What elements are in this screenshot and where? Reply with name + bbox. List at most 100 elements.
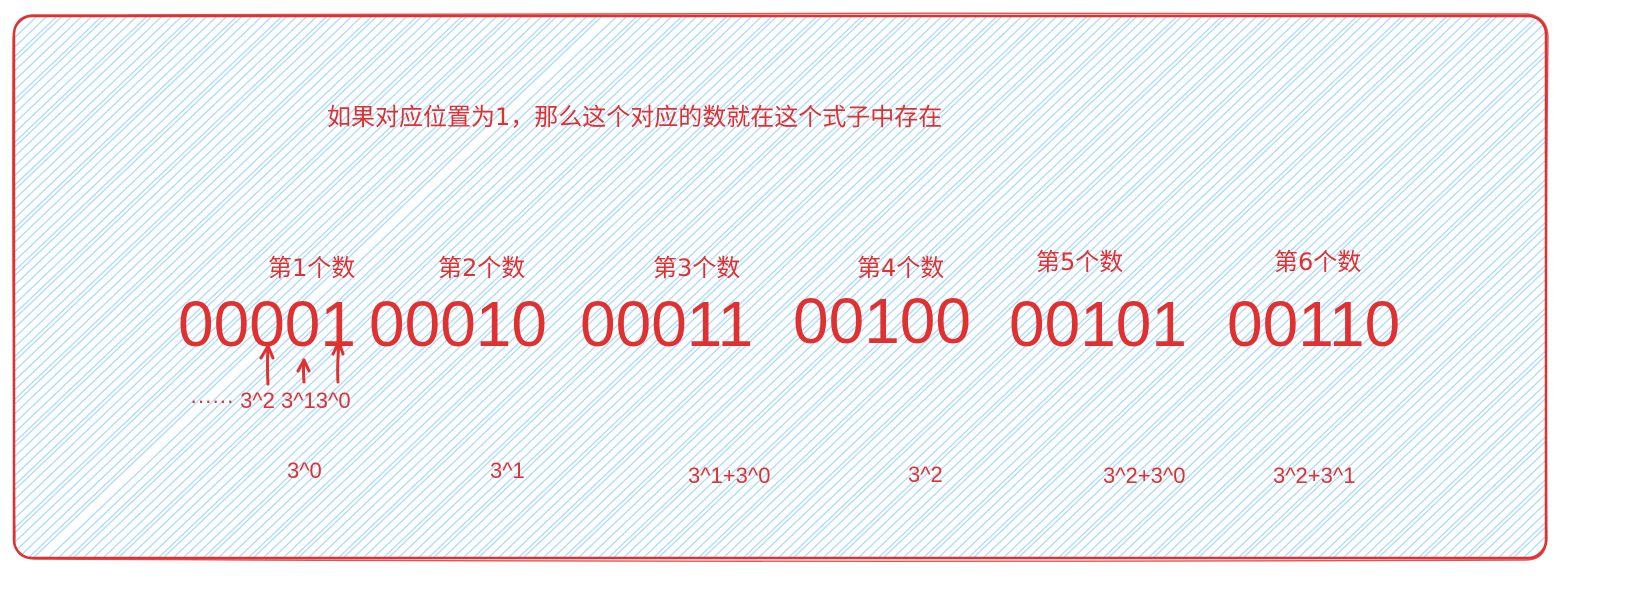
hatch-line: [777, 16, 1410, 558]
hatch-line: [837, 16, 1470, 558]
hatch-line: [14, 16, 290, 558]
hatch-line: [612, 16, 1245, 558]
hatch-line: [472, 16, 1105, 558]
hatch-line: [14, 16, 145, 558]
hatch-line: [14, 16, 395, 558]
hatch-line: [14, 16, 550, 558]
hatch-line: [1307, 16, 1546, 558]
hatch-line: [14, 16, 425, 558]
hatch-line: [137, 16, 770, 558]
hatch-line: [14, 16, 470, 558]
hatch-line: [1603, 0, 1642, 601]
hatch-line: [14, 16, 180, 558]
hatch-line: [192, 16, 825, 558]
hatch-line: [14, 16, 305, 558]
hatch-line: [507, 16, 1140, 558]
hatch-line: [677, 16, 1310, 558]
hatch-line: [14, 16, 530, 558]
hatch-line: [14, 16, 345, 558]
hatch-line: [282, 16, 915, 558]
hatch-line: [14, 16, 125, 558]
hatch-line: [57, 16, 690, 558]
hatch-line: [14, 16, 335, 558]
hatch-line: [147, 16, 780, 558]
hatch-line: [237, 16, 870, 558]
hatch-line: [1282, 16, 1546, 558]
hatch-line: [787, 16, 1420, 558]
ordinal-label-4: 第4个数: [857, 254, 945, 282]
hatch-line: [757, 16, 1390, 558]
hatch-line: [14, 16, 245, 558]
hatch-line: [1487, 16, 1546, 558]
hatch-line: [902, 16, 1535, 558]
hatch-line: [992, 16, 1546, 558]
expression-4: 3^2: [908, 462, 943, 487]
arrow-bit-3-head: [259, 344, 275, 360]
container-border-sketch: [12, 12, 1549, 562]
hatch-line: [327, 16, 960, 558]
hatch-line: [947, 16, 1546, 558]
hatch-line: [1542, 16, 1546, 558]
note-text: 如果对应位置为1，那么这个对应的数就在这个式子中存在: [327, 103, 943, 131]
hatch-line: [1553, 0, 1642, 601]
hatch-line: [577, 16, 1210, 558]
hatch-line: [14, 16, 325, 558]
hatch-line: [162, 16, 795, 558]
hatch-line: [247, 16, 880, 558]
hatch-line: [407, 16, 1040, 558]
hatch-line: [157, 16, 790, 558]
hatch-line: [82, 16, 715, 558]
hatch-line: [747, 16, 1380, 558]
hatch-line: [14, 16, 170, 558]
hatch-line: [14, 16, 540, 558]
hatch-line: [14, 16, 435, 558]
hatch-line: [667, 16, 1300, 558]
hatch-line: [882, 16, 1515, 558]
hatch-line: [272, 16, 905, 558]
hatch-line: [532, 16, 1165, 558]
hatch-line: [1237, 16, 1546, 558]
hatch-line: [372, 16, 1005, 558]
hatch-line: [1407, 16, 1546, 558]
hatch-line: [1152, 16, 1546, 558]
hatch-line: [812, 16, 1445, 558]
hatch-line: [427, 16, 1060, 558]
hatch-line: [632, 16, 1265, 558]
hatch-line: [597, 16, 1230, 558]
hatch-line: [652, 16, 1285, 558]
hatch-line: [1102, 16, 1546, 558]
hatch-line: [957, 16, 1546, 558]
hatch-line: [1227, 16, 1546, 558]
hatch-line: [622, 16, 1255, 558]
hatch-line: [1568, 0, 1642, 601]
expression-5: 3^2+3^0: [1103, 463, 1186, 488]
hatch-line: [362, 16, 995, 558]
hatch-line: [1598, 0, 1642, 601]
hatch-line: [1127, 16, 1546, 558]
hatch-line: [1522, 16, 1546, 558]
hatch-line: [927, 16, 1546, 558]
hatch-line: [14, 16, 570, 558]
hatch-line: [1432, 16, 1546, 558]
hatch-line: [1062, 16, 1546, 558]
hatch-line: [14, 16, 505, 558]
hatch-line: [1162, 16, 1546, 558]
expression-2: 3^1: [490, 458, 525, 483]
hatch-line: [14, 16, 235, 558]
hatch-line: [14, 16, 605, 558]
ordinal-label-5: 第5个数: [1036, 248, 1124, 276]
hatch-line: [14, 16, 390, 558]
hatch-line: [552, 16, 1185, 558]
hatch-line: [47, 16, 680, 558]
hatch-line: [14, 16, 405, 558]
hatch-line: [1532, 16, 1546, 558]
binary-number-1: 00001: [178, 288, 356, 360]
hatch-line: [1352, 16, 1546, 558]
hatch-line: [14, 16, 55, 558]
hatch-line: [1197, 16, 1546, 558]
hatch-line: [342, 16, 975, 558]
hatch-line: [1317, 16, 1546, 558]
position-weights-legend: ······ 3^2 3^13^0: [190, 388, 351, 413]
